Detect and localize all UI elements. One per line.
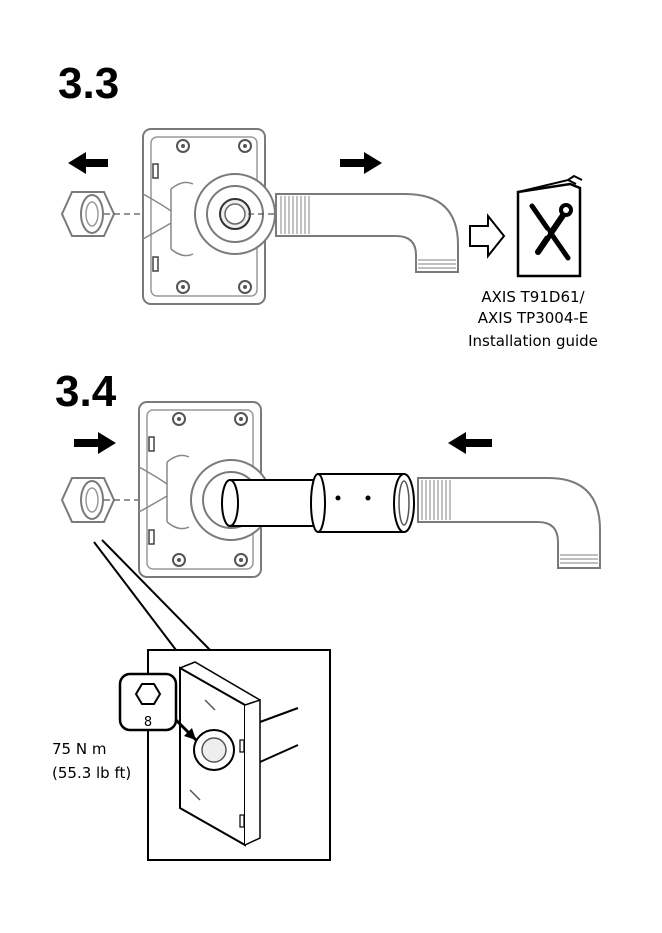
torque-imperial: (55.3 lb ft) xyxy=(52,764,131,782)
torque-metric: 75 N m xyxy=(52,740,106,758)
step-3-3-number: 3.3 xyxy=(58,59,119,108)
step-3-4-number: 3.4 xyxy=(55,367,117,416)
elbow-pipe-step-3-3 xyxy=(276,194,458,272)
elbow-pipe-step-3-4 xyxy=(418,478,600,568)
guide-title: Installation guide xyxy=(468,332,598,350)
mount-plate-step-3-3 xyxy=(143,129,275,304)
tools-booklet-icon xyxy=(518,176,582,276)
arrow-right-icon xyxy=(74,432,116,454)
guide-model-line-2: AXIS TP3004-E xyxy=(478,309,589,327)
tool-size-label: 8 xyxy=(144,715,152,730)
guide-model-line-1: AXIS T91D61/ xyxy=(481,288,585,306)
pipe-coupler xyxy=(311,474,414,532)
arrow-right-icon xyxy=(340,152,382,174)
arrow-left-icon xyxy=(68,152,108,174)
outline-arrow-icon xyxy=(470,216,504,256)
arrow-left-icon xyxy=(448,432,492,454)
straight-pipe xyxy=(222,480,320,526)
